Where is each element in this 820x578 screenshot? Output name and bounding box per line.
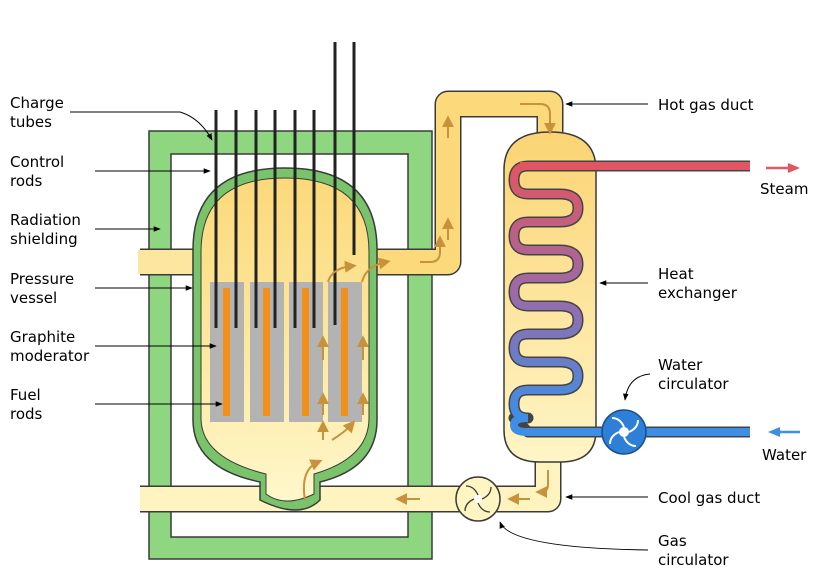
label-control-rods-1: Control — [10, 153, 64, 171]
water-circulator — [601, 409, 647, 455]
water-arrow — [768, 427, 800, 437]
label-gas-circulator-2: circulator — [658, 551, 729, 569]
leader-lines — [70, 101, 651, 551]
label-charge-tubes-2: tubes — [10, 113, 52, 131]
steam-arrow — [766, 163, 800, 173]
flow-arrows — [302, 103, 556, 505]
gas-circulator — [455, 476, 501, 522]
label-charge-tubes-1: Charge — [10, 94, 64, 112]
label-heat-exchanger-1: Heat — [658, 265, 694, 283]
label-control-rods-2: rods — [10, 172, 43, 190]
label-steam: Steam — [760, 180, 808, 198]
charge-tubes — [214, 110, 316, 328]
heat-exchanger — [503, 131, 750, 463]
label-fuel-rods-1: Fuel — [10, 386, 41, 404]
label-fuel-rods-2: rods — [10, 405, 43, 423]
label-graphite-moderator-2: moderator — [10, 347, 90, 365]
label-water: Water — [762, 446, 807, 464]
label-radiation-shielding-1: Radiation — [10, 211, 81, 229]
fuel-rods — [223, 288, 348, 416]
label-pressure-vessel-1: Pressure — [10, 270, 74, 288]
label-hot-gas-duct: Hot gas duct — [658, 96, 754, 114]
label-gas-circulator-1: Gas — [658, 532, 687, 550]
label-water-circulator-1: Water — [658, 356, 703, 374]
label-water-circulator-2: circulator — [658, 375, 729, 393]
labels: Charge tubes Control rods Radiation shie… — [10, 94, 808, 569]
label-pressure-vessel-2: vessel — [10, 289, 57, 307]
label-graphite-moderator-1: Graphite — [10, 328, 75, 346]
control-rods — [333, 42, 356, 325]
label-radiation-shielding-2: shielding — [10, 230, 78, 248]
label-cool-gas-duct: Cool gas duct — [658, 489, 760, 507]
label-heat-exchanger-2: exchanger — [658, 284, 738, 302]
